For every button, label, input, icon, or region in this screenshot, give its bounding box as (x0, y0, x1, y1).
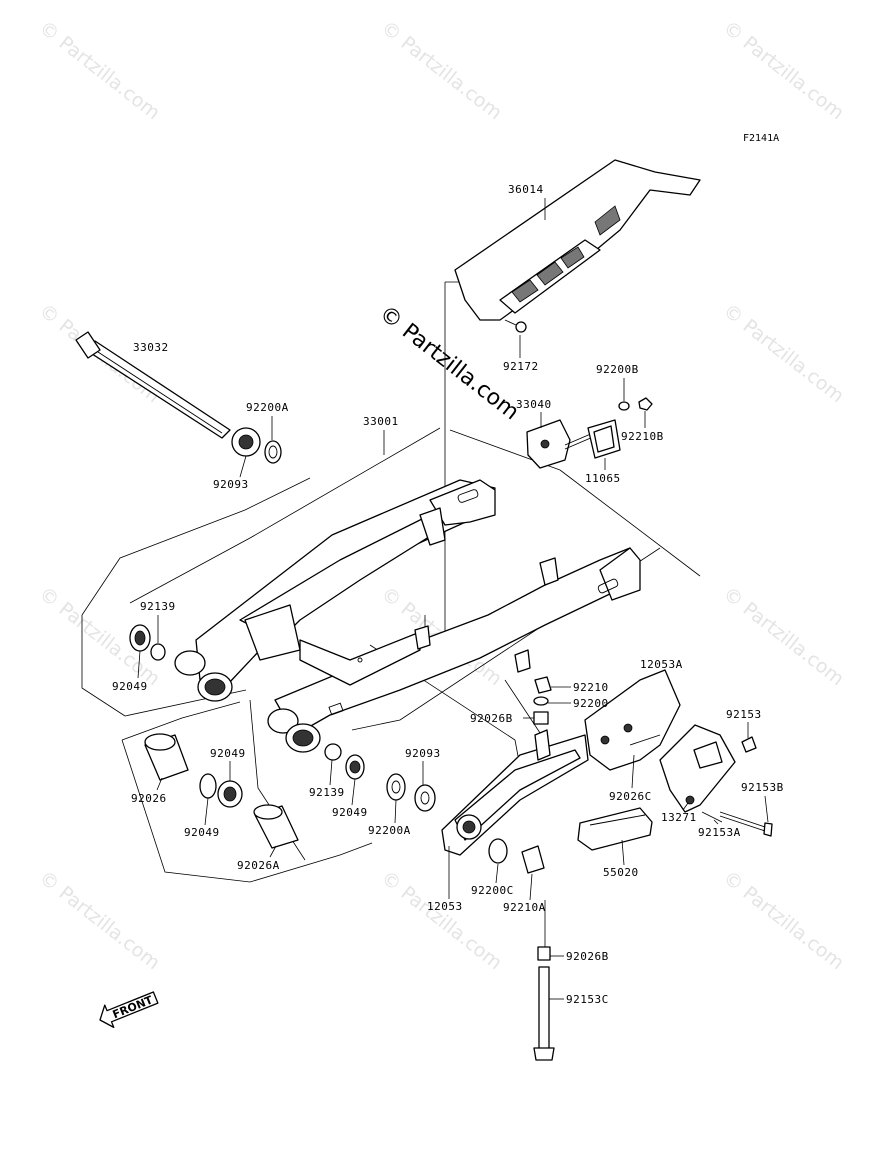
label-33001[interactable]: 33001 (363, 415, 399, 428)
label-92200A-top[interactable]: 92200A (246, 401, 289, 414)
watermark-tile: © Partzilla.com (719, 17, 848, 125)
watermark-tile: © Partzilla.com (719, 300, 848, 408)
chain-guide-hardware (488, 676, 552, 874)
label-92049-left[interactable]: 92049 (112, 680, 148, 693)
label-92153C[interactable]: 92153C (566, 993, 609, 1006)
label-92026[interactable]: 92026 (131, 792, 167, 805)
label-92093-top[interactable]: 92093 (213, 478, 249, 491)
watermark-tile: © Partzilla.com (35, 867, 164, 975)
guard-pad (577, 807, 653, 851)
chain-guard (454, 159, 701, 321)
label-92153A[interactable]: 92153A (698, 826, 741, 839)
label-92200A-mid[interactable]: 92200A (368, 824, 411, 837)
label-13271[interactable]: 13271 (661, 811, 697, 824)
label-92210A[interactable]: 92210A (503, 901, 546, 914)
left-pivot-parts (129, 624, 299, 849)
label-12053[interactable]: 12053 (427, 900, 463, 913)
label-92210[interactable]: 92210 (573, 681, 609, 694)
label-92200B[interactable]: 92200B (596, 363, 639, 376)
watermark-tile: © Partzilla.com (719, 583, 848, 691)
lower-bolt (533, 946, 555, 1061)
label-92139-mid[interactable]: 92139 (309, 786, 345, 799)
watermark-tile: © Partzilla.com (377, 17, 506, 125)
label-11065[interactable]: 11065 (585, 472, 621, 485)
label-33040[interactable]: 33040 (516, 398, 552, 411)
label-92026A[interactable]: 92026A (237, 859, 280, 872)
label-92093-mid[interactable]: 92093 (405, 747, 441, 760)
part-labels: 36014 92172 33032 92200A 92093 33001 922… (112, 183, 784, 1006)
reference-lines (81, 281, 701, 950)
front-arrow-label: FRONT (111, 993, 155, 1021)
front-arrow: FRONT (99, 991, 159, 1029)
label-92210B[interactable]: 92210B (621, 430, 664, 443)
label-92026C[interactable]: 92026C (609, 790, 652, 803)
label-92049-low[interactable]: 92049 (184, 826, 220, 839)
watermark-tile: © Partzilla.com (35, 17, 164, 125)
swingarm (174, 479, 641, 753)
label-92139-left[interactable]: 92139 (140, 600, 176, 613)
watermark-tile: © Partzilla.com (719, 867, 848, 975)
label-92153B[interactable]: 92153B (741, 781, 784, 794)
label-92172[interactable]: 92172 (503, 360, 539, 373)
chain-guide (441, 729, 589, 856)
pivot-shaft-assembly (75, 331, 282, 464)
chain-guard-bolt (504, 319, 527, 333)
label-36014[interactable]: 36014 (508, 183, 544, 196)
label-92026B-low[interactable]: 92026B (566, 950, 609, 963)
label-55020[interactable]: 55020 (603, 866, 639, 879)
label-92153[interactable]: 92153 (726, 708, 762, 721)
bracket-assembly (584, 669, 773, 837)
chain-adjuster-assembly (526, 397, 653, 469)
label-92026B-mid[interactable]: 92026B (470, 712, 513, 725)
center-pivot-parts (324, 743, 436, 812)
label-92200C[interactable]: 92200C (471, 884, 514, 897)
label-12053A[interactable]: 12053A (640, 658, 683, 671)
watermark-tile: © Partzilla.com (377, 867, 506, 975)
label-92200[interactable]: 92200 (573, 697, 609, 710)
label-92049-center[interactable]: 92049 (332, 806, 368, 819)
label-33032[interactable]: 33032 (133, 341, 169, 354)
figure-code: F2141A (743, 133, 779, 144)
label-92049-mid[interactable]: 92049 (210, 747, 246, 760)
